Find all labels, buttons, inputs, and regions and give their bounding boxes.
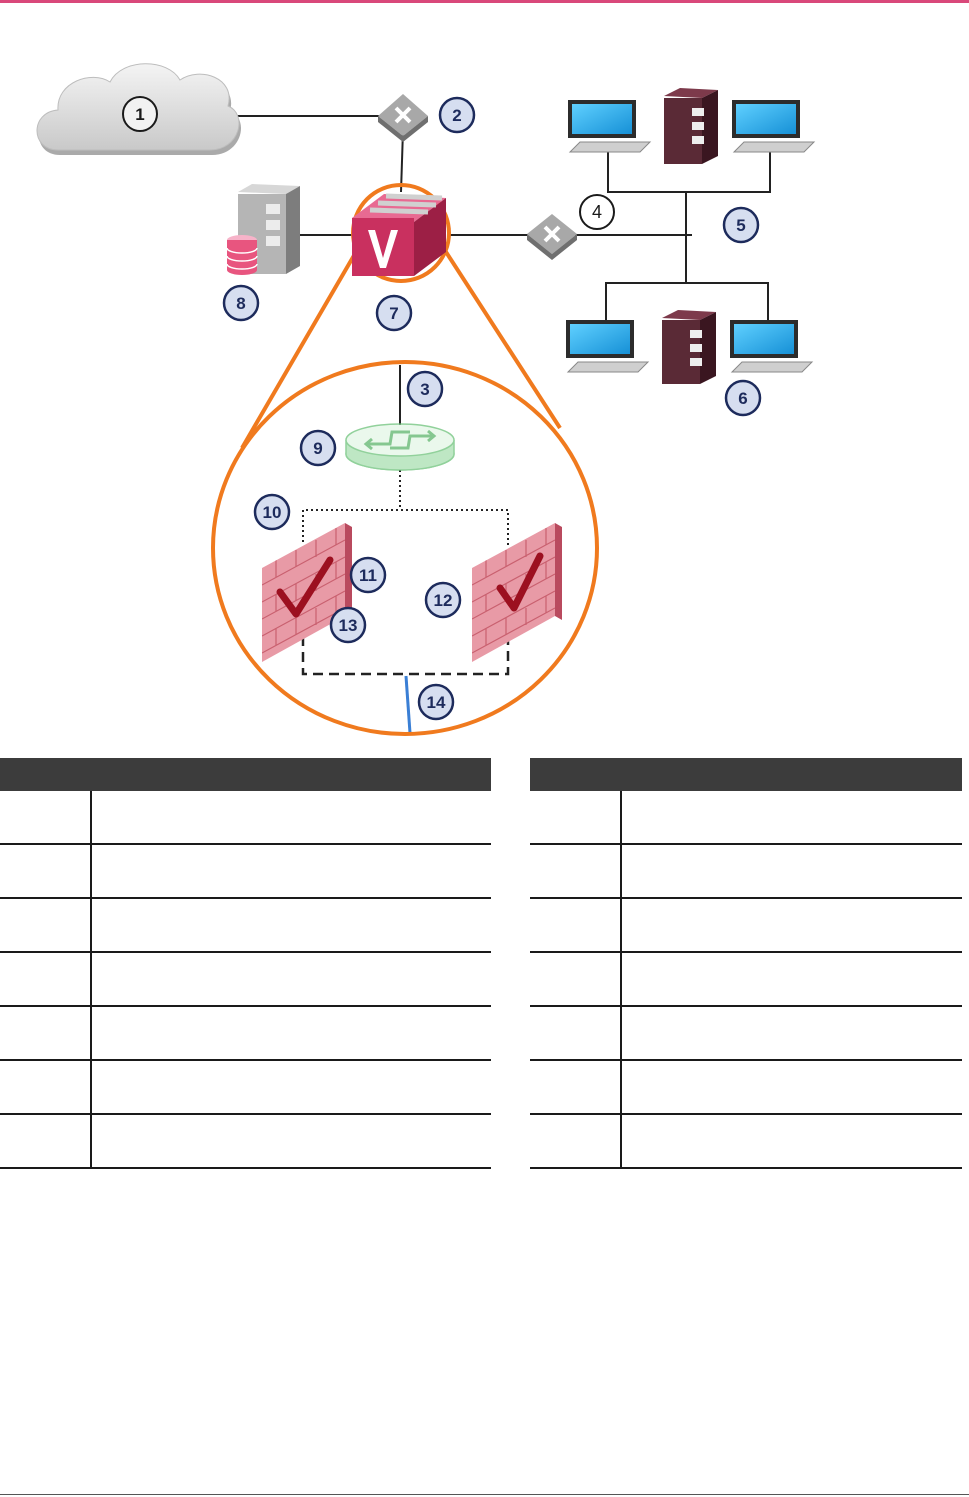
legend-cell-number	[0, 952, 92, 1007]
legend-row	[530, 1006, 962, 1061]
callout-10-label: 10	[263, 503, 282, 522]
computer-icon	[566, 320, 650, 373]
legend-cell-description	[91, 1114, 491, 1169]
callout-2-label: 2	[452, 106, 461, 125]
callout-7-label: 7	[389, 304, 398, 323]
legend-cell-description	[91, 898, 491, 953]
callout-4-label: 4	[592, 202, 602, 222]
legend-row	[530, 898, 962, 953]
computer-icon	[730, 320, 814, 373]
callout-8-label: 8	[236, 294, 245, 313]
callout-8: 8	[222, 284, 260, 322]
switch-icon	[378, 94, 428, 142]
legend-cell-number	[0, 1006, 92, 1061]
legend-header-number	[0, 758, 91, 791]
legend-cell-description	[621, 844, 962, 899]
legend-row	[530, 952, 962, 1007]
legend-cell-description	[91, 1006, 491, 1061]
legend-row	[0, 791, 491, 845]
legend-cell-description	[621, 898, 962, 953]
database-server-icon	[226, 184, 300, 275]
legend-header-description	[621, 758, 962, 791]
legend-cell-number	[530, 1060, 622, 1115]
callout-13-label: 13	[339, 616, 358, 635]
legend-row	[530, 1060, 962, 1115]
callout-4: 4	[579, 194, 615, 230]
legend-cell-number	[530, 791, 622, 845]
computer-icon	[732, 100, 816, 153]
top-accent-rule	[0, 0, 969, 3]
legend-cell-number	[0, 844, 92, 899]
switch-icon	[527, 214, 577, 260]
server-icon	[662, 310, 716, 384]
callout-9: 9	[299, 429, 337, 467]
callout-13: 13	[329, 606, 367, 644]
callout-14: 14	[417, 683, 455, 721]
legend-cell-description	[621, 791, 962, 845]
network-diagram: 1 2 3 4 5 6 7 8 9 10 11 12	[36, 63, 816, 736]
legend-cell-number	[0, 1114, 92, 1169]
callout-5-label: 5	[736, 216, 745, 235]
legend-cell-number	[530, 898, 622, 953]
callout-14-label: 14	[427, 693, 446, 712]
legend-cell-description	[621, 1060, 962, 1115]
callout-2: 2	[438, 96, 476, 134]
callout-3: 3	[406, 370, 444, 408]
legend-row	[0, 952, 491, 1007]
legend-cell-description	[621, 1114, 962, 1169]
legend-table-left	[0, 758, 491, 1169]
legend-cell-number	[530, 1114, 622, 1169]
callout-1: 1	[122, 96, 158, 132]
legend-cell-description	[621, 952, 962, 1007]
callout-6-label: 6	[738, 389, 747, 408]
callout-9-label: 9	[313, 439, 322, 458]
legend-row	[530, 1114, 962, 1169]
legend-header-row	[530, 758, 962, 791]
callout-3-label: 3	[420, 380, 429, 399]
router-icon	[345, 423, 455, 471]
legend-cell-description	[91, 1060, 491, 1115]
legend-cell-description	[91, 844, 491, 899]
legend-row	[0, 1060, 491, 1115]
callout-6: 6	[724, 379, 762, 417]
callout-7: 7	[375, 294, 413, 332]
callout-10: 10	[253, 493, 291, 531]
legend-row	[0, 1114, 491, 1169]
legend-cell-description	[621, 1006, 962, 1061]
legend-cell-number	[0, 1060, 92, 1115]
bottom-rule	[0, 1494, 969, 1495]
callout-11: 11	[349, 556, 387, 594]
lan-segment-top	[568, 88, 816, 164]
appliance-icon	[352, 193, 446, 276]
callout-5: 5	[722, 206, 760, 244]
legend-cell-number	[530, 1006, 622, 1061]
connection-lines	[230, 115, 771, 734]
legend-cell-description	[91, 791, 491, 845]
legend-header-row	[0, 758, 491, 791]
legend-row	[0, 1006, 491, 1061]
legend-cell-number	[0, 898, 92, 953]
legend-cell-number	[530, 844, 622, 899]
legend-cell-number	[530, 952, 622, 1007]
legend-row	[530, 844, 962, 899]
legend-row	[530, 791, 962, 845]
legend-cell-number	[0, 791, 92, 845]
legend-header-number	[530, 758, 621, 791]
server-icon	[664, 88, 718, 164]
callout-12-label: 12	[434, 591, 453, 610]
firewall-icon	[472, 523, 562, 662]
legend-header-description	[91, 758, 491, 791]
computer-icon	[568, 100, 652, 153]
firewall-icon	[262, 523, 352, 662]
zoom-ring	[211, 183, 599, 736]
legend-row	[0, 844, 491, 899]
callout-12: 12	[424, 581, 462, 619]
legend-table-right	[530, 758, 962, 1169]
callout-1-label: 1	[135, 105, 144, 124]
legend-cell-description	[91, 952, 491, 1007]
lan-segment-bottom	[566, 310, 814, 384]
legend-row	[0, 898, 491, 953]
callout-11-label: 11	[359, 566, 377, 585]
